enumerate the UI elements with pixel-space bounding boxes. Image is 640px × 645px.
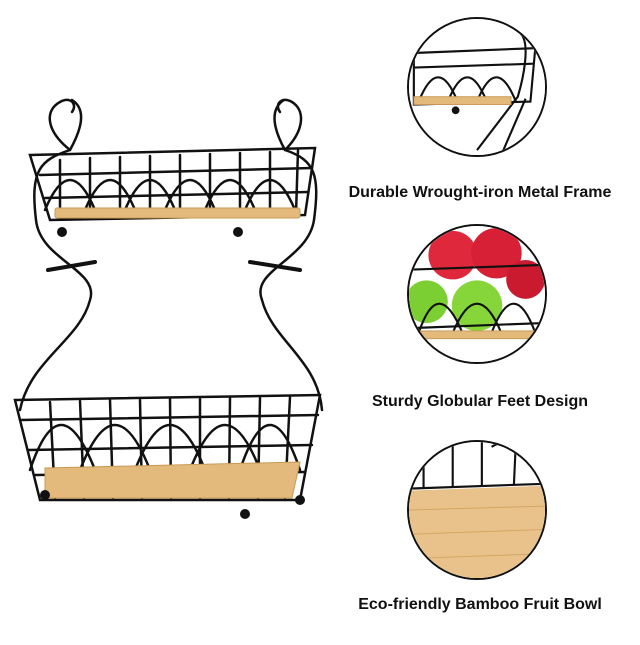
feature-caption-feet: Sturdy Globular Feet Design	[371, 393, 589, 410]
fruit-closeup-illustration	[409, 226, 545, 362]
bamboo-closeup-illustration	[409, 442, 545, 578]
two-tier-basket-illustration	[13, 98, 324, 519]
feature-caption-bamboo: Eco-friendly Bamboo Fruit Bowl	[358, 596, 602, 613]
bamboo-closeup	[407, 440, 547, 580]
frame-closeup-illustration	[409, 19, 545, 155]
basket-product-photo	[13, 98, 324, 519]
feature-caption-frame: Durable Wrought-iron Metal Frame	[348, 184, 612, 201]
frame-closeup	[407, 17, 547, 157]
fruit-closeup	[407, 224, 547, 364]
